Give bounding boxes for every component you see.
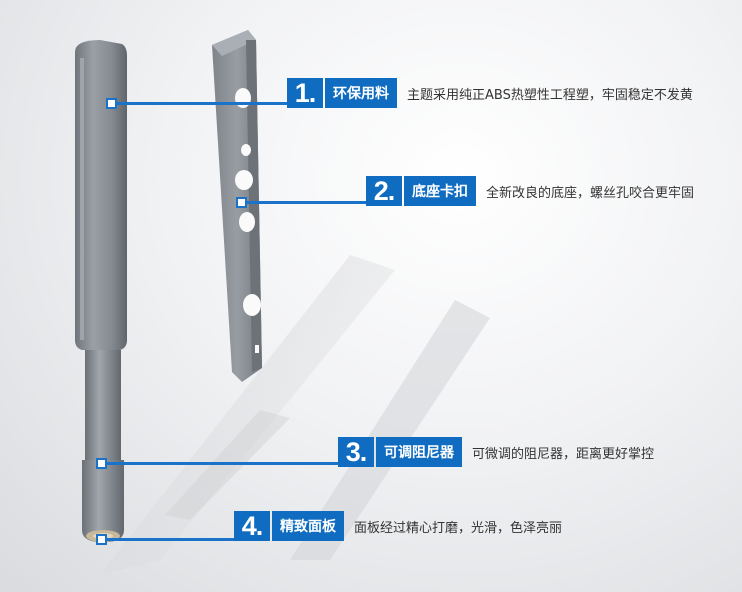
callout-dot-4 — [96, 534, 107, 545]
feature-label-1: 环保用料 — [325, 78, 397, 108]
feature-description-1: 主题采用纯正ABS热塑性工程塑，牢固稳定不发黄 — [407, 87, 693, 103]
feature-number-1: 1. — [287, 78, 323, 108]
feature-callout-4: 4. 精致面板 面板经过精心打磨，光滑，色泽亮丽 — [234, 511, 562, 541]
callout-line-4 — [102, 538, 236, 541]
callout-line-1 — [112, 102, 288, 105]
callout-line-2 — [242, 201, 366, 204]
callout-line-3 — [102, 462, 338, 465]
callout-dot-3 — [96, 458, 107, 469]
reflection-shadow — [100, 255, 490, 575]
feature-description-2: 全新改良的底座，螺丝孔咬合更牢固 — [486, 185, 695, 201]
feature-description-3: 可微调的阻尼器，距离更好掌控 — [472, 446, 655, 462]
feature-number-2: 2. — [366, 176, 402, 206]
feature-callout-3: 3. 可调阻尼器 可微调的阻尼器，距离更好掌控 — [338, 437, 654, 467]
callout-dot-2 — [236, 197, 247, 208]
feature-number-3: 3. — [338, 437, 374, 467]
feature-label-2: 底座卡扣 — [404, 176, 476, 206]
feature-number-4: 4. — [234, 511, 270, 541]
feature-label-4: 精致面板 — [272, 511, 344, 541]
feature-callout-1: 1. 环保用料 主题采用纯正ABS热塑性工程塑，牢固稳定不发黄 — [287, 78, 693, 108]
feature-callout-2: 2. 底座卡扣 全新改良的底座，螺丝孔咬合更牢固 — [366, 176, 694, 206]
feature-label-3: 可调阻尼器 — [376, 437, 462, 467]
callout-dot-1 — [106, 98, 117, 109]
feature-description-4: 面板经过精心打磨，光滑，色泽亮丽 — [354, 520, 563, 536]
